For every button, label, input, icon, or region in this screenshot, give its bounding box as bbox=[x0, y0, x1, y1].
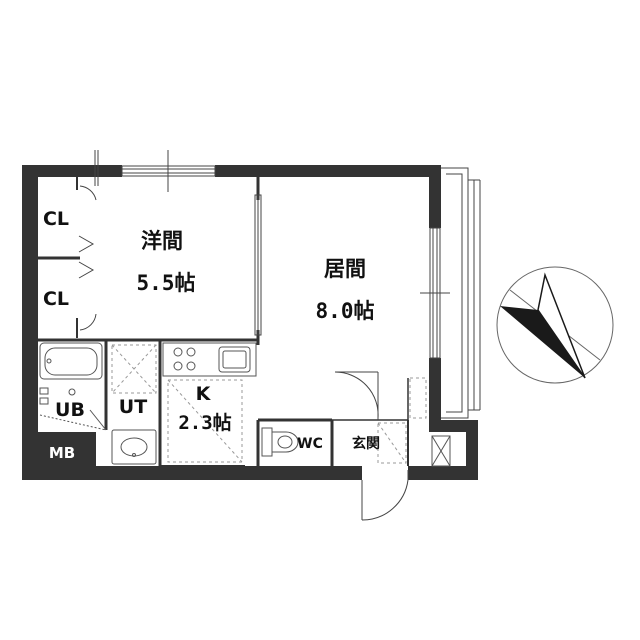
toilet-label: WC bbox=[297, 436, 323, 452]
windows bbox=[121, 150, 481, 419]
entrance-label: 玄関 bbox=[352, 435, 380, 452]
washbasin-icon bbox=[111, 344, 157, 465]
partitions bbox=[38, 177, 409, 467]
kitchen-size: 2.3帖 bbox=[178, 411, 231, 434]
north-arrow-icon bbox=[496, 266, 614, 384]
sliding-door bbox=[254, 194, 262, 336]
toilet-icon bbox=[261, 427, 299, 457]
kitchen-counter-icon bbox=[162, 342, 257, 463]
living-room-size: 8.0帖 bbox=[316, 299, 375, 323]
closet-upper-label: CL bbox=[43, 208, 69, 230]
closet-lower-label: CL bbox=[43, 288, 69, 310]
meter-box-label: MB bbox=[49, 444, 75, 462]
closet-doors bbox=[78, 150, 99, 331]
western-room-size: 5.5帖 bbox=[137, 271, 196, 295]
outer-walls bbox=[22, 165, 478, 480]
western-room-name: 洋間 bbox=[141, 229, 183, 253]
kitchen-name: K bbox=[196, 383, 212, 405]
living-room-name: 居間 bbox=[324, 257, 366, 281]
unit-bath-label: UB bbox=[55, 399, 85, 421]
shoe-cabinet-icon bbox=[377, 377, 451, 467]
utility-label: UT bbox=[119, 396, 147, 418]
bathtub-icon bbox=[39, 342, 107, 431]
doors bbox=[334, 371, 409, 521]
